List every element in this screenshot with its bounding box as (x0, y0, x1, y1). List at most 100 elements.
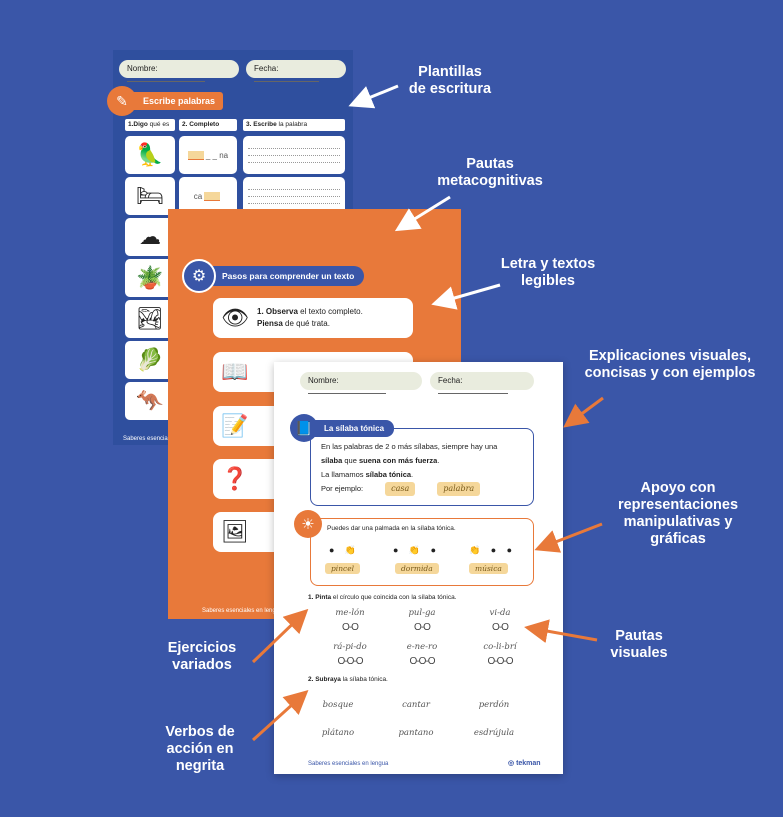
clap-word-3: música (469, 563, 508, 574)
nombre-field: Nombre: (119, 60, 239, 82)
exercise-1-title: 1. Pinta el círculo que coincida con la … (308, 594, 457, 601)
clap-text: Puedes dar una palmada en la sílaba tóni… (327, 525, 456, 532)
drawing-picture: 🏞 (125, 300, 175, 338)
l2-end: . (437, 456, 440, 465)
blank-box (187, 150, 204, 160)
plant-picture: 🪴 (125, 259, 175, 297)
brain-icon: ⚙ (182, 259, 216, 293)
example-label: Por ejemplo: (321, 484, 364, 493)
ex1-word-5: e-ne-ro (406, 642, 438, 652)
writing-lines-row1 (243, 136, 345, 174)
example-word-1: casa (385, 482, 416, 496)
ex1-circles-3[interactable]: O-O (492, 622, 509, 633)
nombre-label: Nombre: (127, 64, 158, 73)
l3-end: . (411, 470, 414, 479)
explanation-line1: En las palabras de 2 o más sílabas, siem… (321, 442, 498, 451)
parrot-picture: 🦜 (125, 136, 175, 174)
explanation-line3: La llamamos sílaba tónica. (321, 468, 523, 482)
ex2-word-6: esdrújula (473, 728, 515, 738)
pasos-title-text: Pasos para comprender un texto (208, 266, 365, 286)
example-word-2: palabra (437, 482, 481, 496)
silaba-title-text: La sílaba tónica (312, 419, 395, 437)
ex2-word-3: perdón (478, 700, 510, 710)
l2-b1: sílaba (321, 456, 343, 465)
ex1-word-6: co-li-brí (483, 642, 517, 652)
kangaroo-picture: 🦘 (125, 382, 175, 420)
ex1-word-4: rá-pi-do (333, 642, 367, 652)
ex1-word-2: pul-ga (408, 608, 436, 618)
col1-rest: qué es (147, 121, 170, 128)
ex1-circles-2[interactable]: O-O (414, 622, 431, 633)
col3-bold: 3. Escribe (246, 121, 277, 128)
ex1-circles-4[interactable]: O-O-O (337, 656, 364, 667)
nombre-line (127, 74, 205, 82)
step1-line2-rest: de qué trata. (282, 319, 330, 328)
step1-rest: el texto completo. (297, 307, 363, 316)
ex2-word-1: bosque (322, 700, 354, 710)
sun-icon: ☀ (294, 510, 322, 538)
explanation-box: En las palabras de 2 o más sílabas, siem… (310, 428, 534, 506)
arrow-plantillas (348, 84, 399, 109)
ex1-circles-5[interactable]: O-O-O (409, 656, 436, 667)
sheet3-footer: Saberes esenciales en lengua (308, 761, 389, 767)
lettuce-picture: 🥬 (125, 341, 175, 379)
l3-start: La llamamos (321, 470, 366, 479)
bed-picture: 🛏 (125, 177, 175, 215)
l3-bold: sílaba tónica (365, 470, 412, 479)
label-pautas-visuales: Pautas visuales (610, 628, 668, 661)
fecha-label: Fecha: (254, 64, 279, 73)
l2-mid: que (342, 456, 359, 465)
column-header-1: 1.Digo qué es (125, 119, 175, 131)
cloud-picture: ☁ (125, 218, 175, 256)
fecha-line (438, 386, 508, 394)
ex1-circles-6[interactable]: O-O-O (487, 656, 514, 667)
label-ejercicios: Ejercicios variados (167, 640, 237, 673)
clap-dots-2: ● 👏 ● (393, 545, 441, 555)
silaba-title: 📘 La sílaba tónica (290, 414, 395, 442)
ex1-bold: 1. Pinta (308, 594, 332, 601)
label-apoyo: Apoyo con representaciones manipulativas… (617, 480, 739, 547)
ex2-word-4: plátano (321, 728, 355, 738)
fecha-line (254, 74, 319, 82)
question-icon: ❓ (221, 466, 249, 491)
worksheet-silaba-tonica: Nombre: Fecha: 📘 La sílaba tónica En las… (274, 362, 563, 774)
column-header-2: 2. Completo (179, 119, 237, 131)
ex2-bold: 2. Subraya (308, 676, 341, 683)
label-letra: Letra y textos legibles (500, 256, 596, 289)
tekman-logo-text: tekman (516, 760, 541, 767)
pasos-title: ⚙ Pasos para comprender un texto (182, 259, 365, 293)
document-icon: 📝 (221, 413, 249, 438)
nombre-field: Nombre: (300, 372, 422, 394)
nombre-label: Nombre: (308, 376, 339, 385)
tekman-logo: ◎ tekman (508, 760, 541, 767)
step-observa-text: 1. Observa el texto completo. Piensa de … (257, 306, 363, 330)
l2-b2: suena con más fuerza (358, 456, 438, 465)
ex2-rest: la sílaba tónica. (340, 676, 388, 683)
word-blank-row1: _ _ na (179, 136, 237, 174)
clap-word-1: pincel (325, 563, 361, 574)
sheet2-footer: Saberes esenciales en lengu (202, 608, 280, 614)
ex1-word-3: vi-da (489, 608, 511, 618)
reading-icon: 📖 (221, 359, 249, 384)
ex2-word-2: cantar (402, 700, 430, 710)
step1-line2-bold: Piensa (257, 319, 283, 328)
row1-word: _ _ na (205, 150, 229, 160)
label-plantillas: Plantillas de escritura (408, 64, 492, 97)
blank-box (204, 191, 221, 201)
fecha-field: Fecha: (430, 372, 534, 394)
label-verbos: Verbos de acción en negrita (165, 724, 235, 774)
explanation-line2: sílaba que suena con más fuerza. (321, 454, 523, 468)
clap-word-2: dormida (395, 563, 439, 574)
row2-word: ca (193, 191, 203, 201)
fecha-label: Fecha: (438, 376, 463, 385)
explanation-example: Por ejemplo: casa palabra (321, 482, 523, 496)
ex1-rest: el círculo que coincida con la sílaba tó… (331, 594, 457, 601)
clap-box: Puedes dar una palmada en la sílaba tóni… (310, 518, 534, 586)
step-observa: 👁 1. Observa el texto completo. Piensa d… (213, 298, 413, 338)
ex2-word-5: pantano (398, 728, 434, 738)
label-pautas-meta: Pautas metacognitivas (437, 156, 543, 189)
col1-bold: 1.Digo (128, 121, 148, 128)
writing-lines-row2 (243, 177, 345, 215)
ex1-circles-1[interactable]: O-O (342, 622, 359, 633)
clap-dots-3: 👏 ● ● (469, 545, 517, 555)
